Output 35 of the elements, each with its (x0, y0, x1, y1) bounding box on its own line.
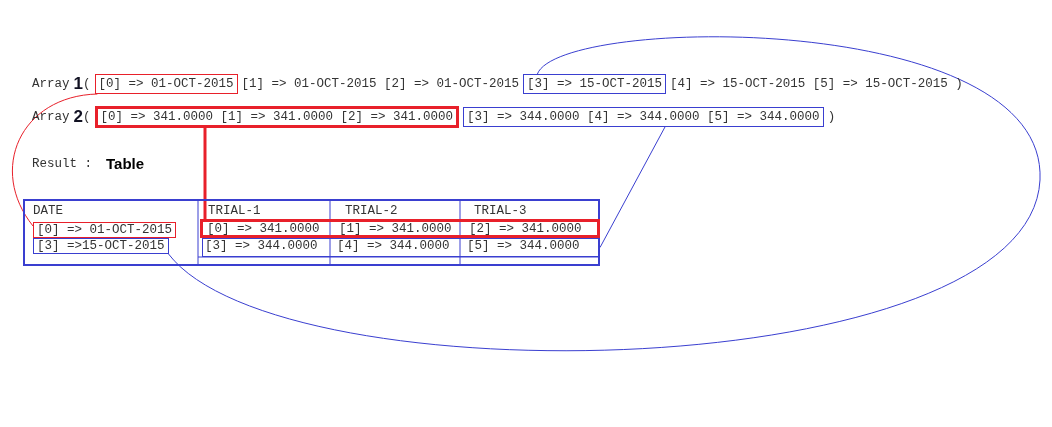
result-heading: Table (106, 155, 145, 172)
table-cell-text: [3] => 344.0000 (205, 239, 318, 253)
code-text: [1] => 01-OCT-2015 [2] => 01-OCT-2015 (241, 77, 520, 91)
column-header: TRIAL-1 (208, 204, 261, 218)
highlight-box (33, 222, 177, 238)
connector-line (599, 126, 666, 248)
array-number: 1 (73, 74, 83, 94)
code-text: ( (83, 110, 91, 124)
array-entry: [0] => 01-OCT-2015 (98, 77, 234, 91)
connector-curve (168, 36, 1041, 352)
array-entry: [3] => 15-OCT-2015 (527, 77, 663, 91)
array-number: 2 (73, 107, 83, 127)
table-cell-text: [5] => 344.0000 (467, 239, 580, 253)
array-entry: [0] => 341.0000 [1] => 341.0000 [2] => 341.0000 (100, 110, 454, 124)
table-cell-text: [4] => 344.0000 (337, 239, 450, 253)
highlight-box (33, 238, 169, 254)
highlight-box (200, 219, 600, 238)
highlight-box (202, 238, 600, 257)
column-header: TRIAL-3 (474, 204, 527, 218)
code-text: Array (32, 77, 70, 91)
table-cell-text: [1] => 341.0000 (339, 222, 452, 236)
code-text: Result : (32, 156, 92, 171)
code-text: ) (827, 110, 836, 124)
table-cell-text: [2] => 341.0000 (469, 222, 582, 236)
code-text: [4] => 15-OCT-2015 [5] => 15-OCT-2015 ) (670, 77, 963, 91)
column-header: TRIAL-2 (345, 204, 398, 218)
table-cell-text: [3] =>15-OCT-2015 (37, 239, 165, 253)
column-header: DATE (33, 204, 63, 218)
code-text: ( (83, 77, 91, 91)
array-entry: [3] => 344.0000 [4] => 344.0000 [5] => 344.0000 (467, 110, 820, 124)
highlight-box (94, 106, 460, 128)
connector-line (203, 128, 207, 219)
table-cell-text: [0] => 01-OCT-2015 (37, 223, 173, 237)
connector-curve (12, 93, 98, 227)
table-cell-text: [0] => 341.0000 (207, 222, 320, 236)
